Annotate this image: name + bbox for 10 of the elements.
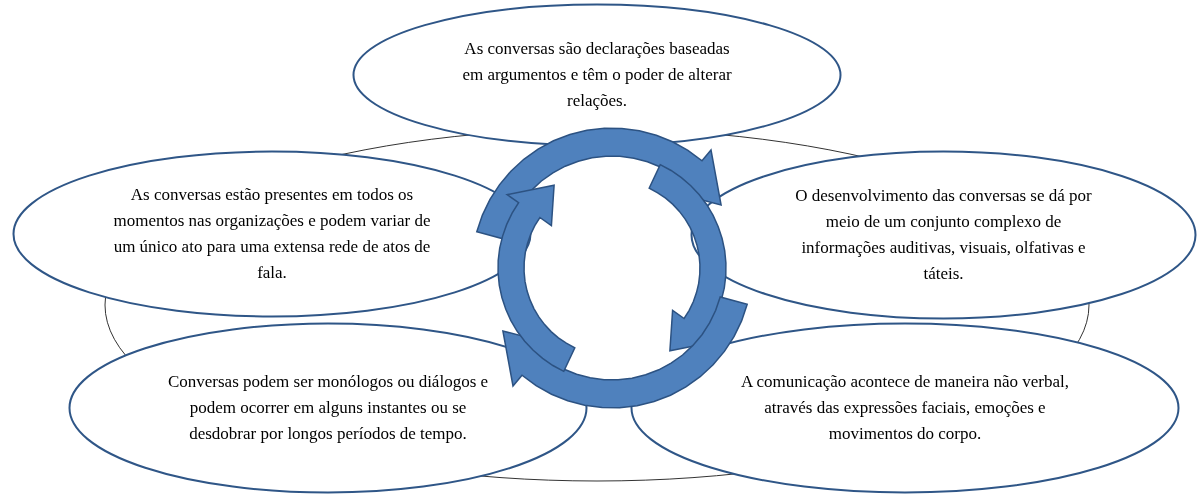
node-text: As conversas são declarações baseadas em argumentos e têm o poder de alterar relações. [461,38,733,112]
ellipse-node [12,150,532,318]
node-text: Conversas podem ser monólogos ou diálogos e podem ocorrer em alguns instantes ou se desdobrar por longos períodos de tempo. [166,371,490,445]
node-text: A comunicação acontece de maneira não verbal, através das expressões faciais, emoções e movimentos do corpo. [740,371,1070,445]
ellipse-node [630,322,1180,494]
node-text: O desenvolvimento das conversas se dá por meio de um conjunto complexo de informações auditivas, visuais, olfativas e táteis. [794,185,1093,285]
ellipse-node [68,322,588,494]
ellipse-node [690,150,1197,320]
node-text: As conversas estão presentes em todos os momentos nas organizações e podem variar de um único ato para uma extensa rede de atos de fala. [112,184,432,284]
ellipse-node [352,3,842,147]
